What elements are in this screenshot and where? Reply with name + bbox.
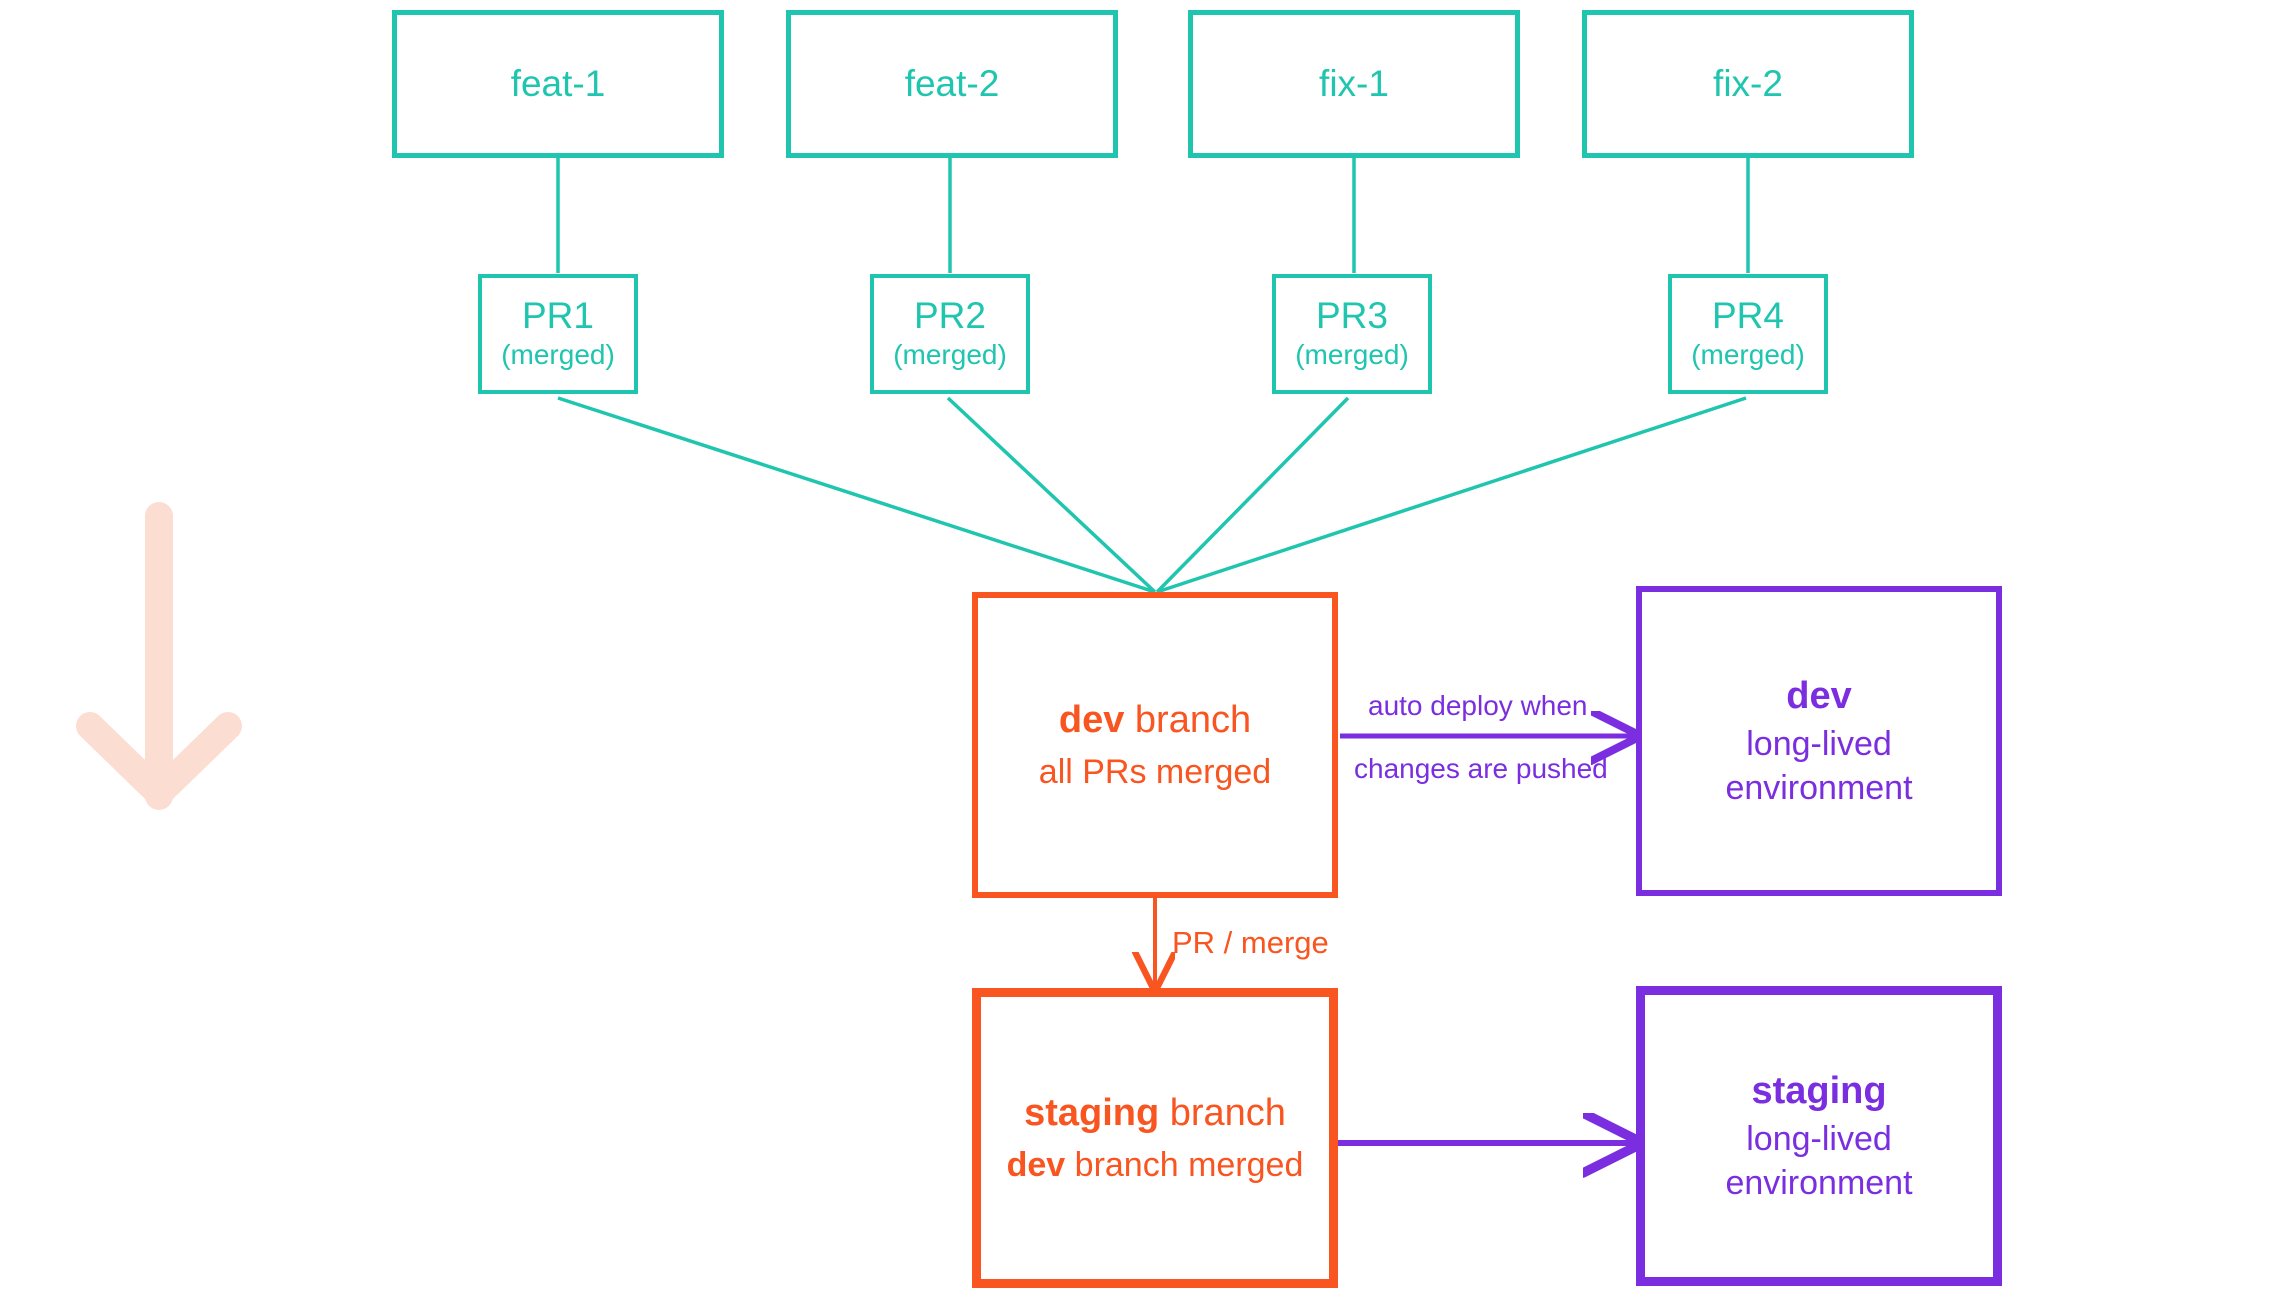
pr-status: (merged) [501, 338, 615, 370]
branch-label: feat-1 [510, 62, 606, 104]
dev-environment-line-3: environment [1725, 768, 1913, 807]
staging-branch-subtitle-bold: dev [1006, 1145, 1066, 1184]
staging-branch-name-suffix: branch [1159, 1092, 1286, 1134]
dev-environment-line-2: long-lived [1746, 724, 1892, 763]
dev-branch-box[interactable]: dev branch all PRs merged [972, 592, 1338, 898]
branch-label: fix-2 [1713, 62, 1783, 104]
branch-label: fix-1 [1319, 62, 1389, 104]
branch-to-pr-connectors [556, 157, 1750, 273]
staging-branch-subtitle: dev branch merged [1007, 1144, 1304, 1187]
dev-branch-title: dev branch [1059, 697, 1251, 745]
dev-environment-box[interactable]: dev long-lived environment [1636, 586, 2002, 896]
auto-deploy-label-line-1: auto deploy when [1368, 690, 1588, 721]
pr-box-pr3[interactable]: PR3 (merged) [1272, 274, 1432, 394]
pr-status: (merged) [893, 338, 1007, 370]
pr-merge-label: PR / merge [1172, 925, 1329, 960]
branch-box-feat-1[interactable]: feat-1 [392, 10, 724, 158]
staging-branch-name: staging [1024, 1092, 1160, 1134]
pr-title: PR4 [1712, 294, 1784, 336]
staging-branch-box[interactable]: staging branch dev branch merged [972, 988, 1338, 1288]
pr-title: PR1 [522, 294, 594, 336]
branch-box-fix-2[interactable]: fix-2 [1582, 10, 1914, 158]
staging-environment-box[interactable]: staging long-lived environment [1636, 986, 2002, 1286]
pr-status: (merged) [1691, 338, 1805, 370]
staging-environment-name: staging [1751, 1070, 1887, 1113]
dev-branch-name-suffix: branch [1124, 699, 1252, 741]
decorative-down-arrow-icon [76, 502, 242, 810]
pr-box-pr1[interactable]: PR1 (merged) [478, 274, 638, 394]
dev-branch-name: dev [1058, 699, 1125, 741]
staging-environment-line-3: environment [1725, 1163, 1913, 1202]
dev-environment-name: dev [1786, 675, 1852, 718]
pr-box-pr4[interactable]: PR4 (merged) [1668, 274, 1828, 394]
dev-branch-subtitle: all PRs merged [1038, 752, 1272, 791]
pr-to-dev-connectors [557, 396, 1747, 594]
pr-title: PR3 [1316, 294, 1388, 336]
branch-label: feat-2 [904, 62, 1000, 104]
pr-status: (merged) [1295, 338, 1409, 370]
staging-branch-title: staging branch [1024, 1090, 1286, 1138]
pr-title: PR2 [914, 294, 986, 336]
pr-box-pr2[interactable]: PR2 (merged) [870, 274, 1030, 394]
staging-environment-line-2: long-lived [1746, 1119, 1892, 1158]
staging-branch-subtitle-rest: branch merged [1065, 1145, 1304, 1184]
auto-deploy-label-line-2: changes are pushed [1354, 753, 1608, 784]
branch-box-fix-1[interactable]: fix-1 [1188, 10, 1520, 158]
branch-box-feat-2[interactable]: feat-2 [786, 10, 1118, 158]
